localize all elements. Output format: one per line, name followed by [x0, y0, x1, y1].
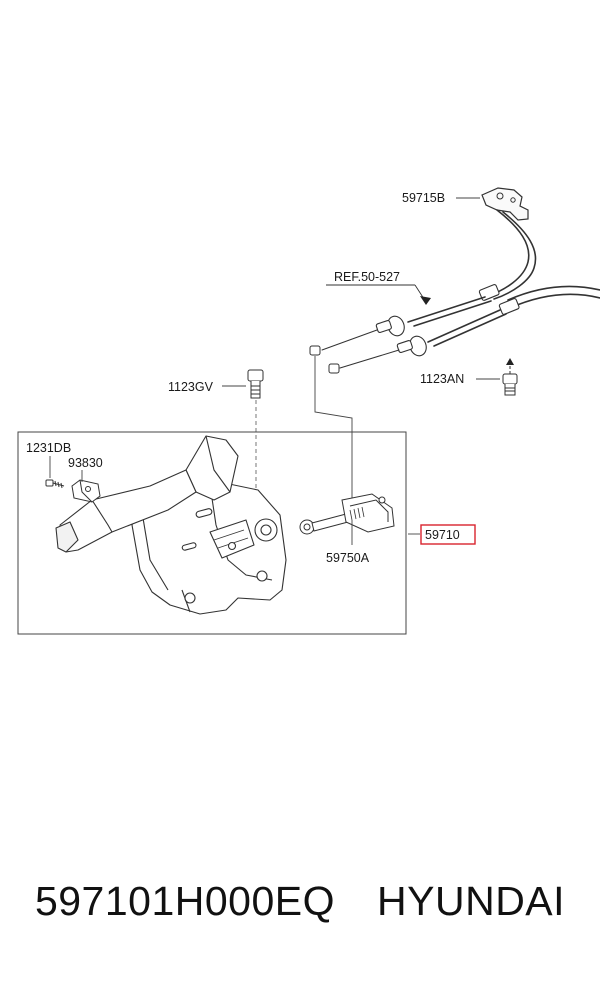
brand-name: HYUNDAI — [377, 878, 566, 924]
cable-bracket-59715b — [481, 187, 529, 221]
cable-leader-lines — [314, 356, 353, 498]
label-59710: 59710 — [425, 528, 460, 542]
label-1231db: 1231DB — [26, 441, 71, 455]
label-ref: REF.50-527 — [334, 270, 400, 284]
part-number: 597101H000EQ — [34, 878, 336, 924]
bolt-1123gv — [247, 369, 264, 399]
label-1123an: 1123AN — [420, 372, 464, 386]
assembly-box — [17, 431, 407, 635]
ref-arrow — [326, 284, 431, 305]
label-59750a: 59750A — [326, 551, 370, 565]
screw-1231db — [45, 479, 65, 489]
label-1123gv: 1123GV — [168, 380, 214, 394]
highlight-box-59710 — [420, 524, 476, 545]
label-93830: 93830 — [68, 456, 103, 470]
equalizer-59750a — [299, 493, 395, 535]
label-59715b: 59715B — [402, 191, 445, 205]
bolt-1123an — [502, 358, 518, 396]
caption: 597101H000EQ HYUNDAI — [0, 878, 600, 948]
cable-assembly — [309, 187, 600, 374]
clip-93830 — [71, 479, 101, 503]
parking-brake-lever — [55, 435, 287, 615]
